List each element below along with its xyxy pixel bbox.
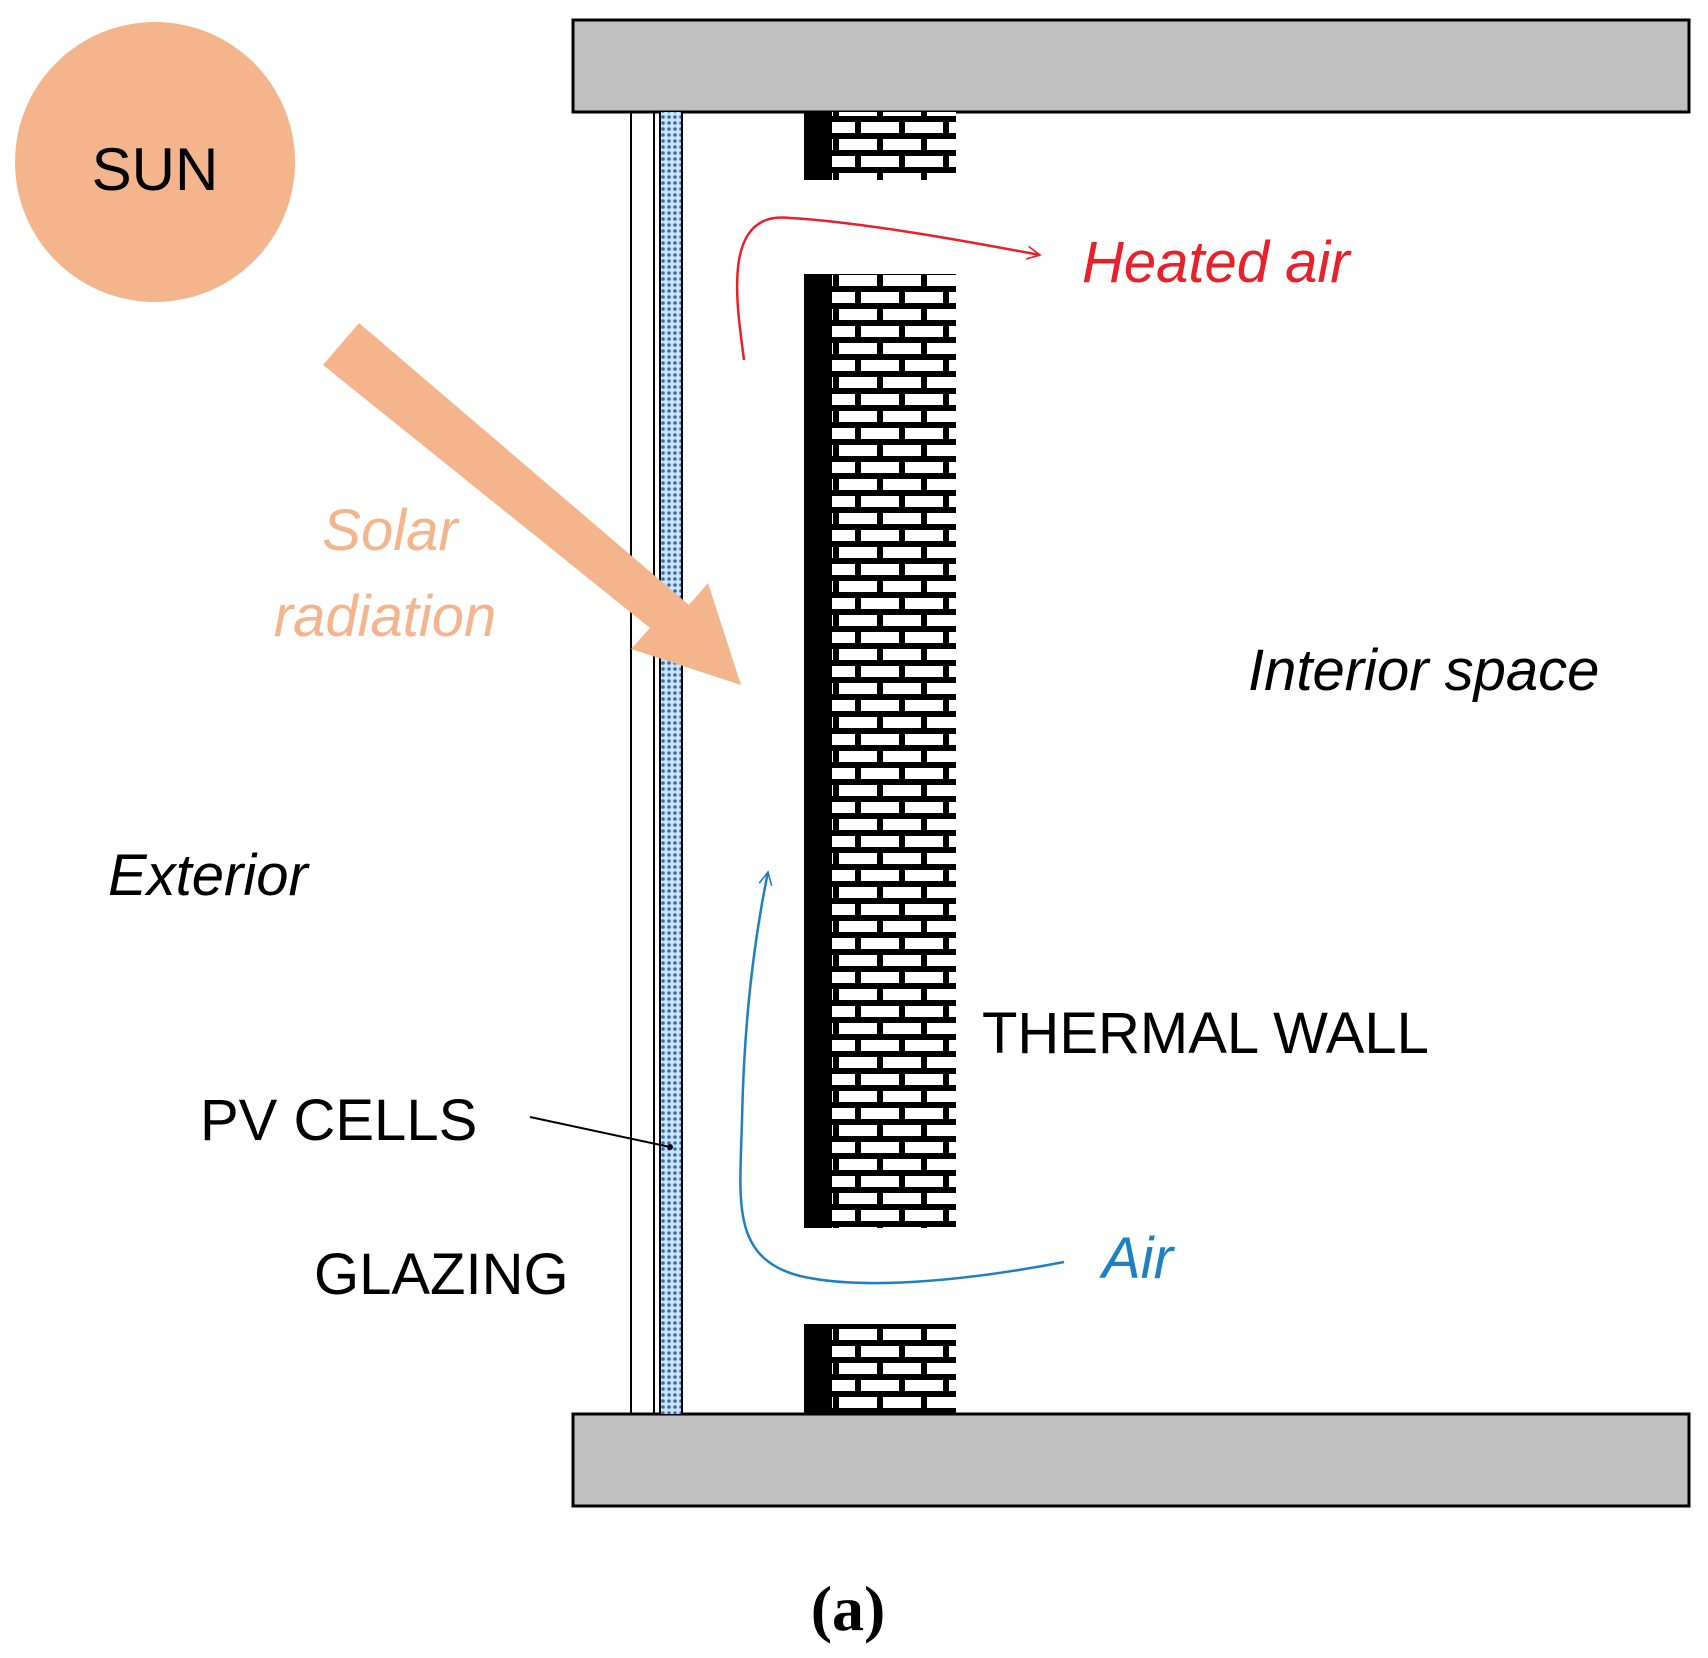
thermal-wall-label: THERMAL WALL bbox=[982, 1001, 1429, 1066]
heated-air-arrow bbox=[735, 216, 1042, 361]
glazing bbox=[630, 112, 655, 1414]
solar-radiation-label-line2: radiation bbox=[274, 584, 496, 649]
glazing-label: GLAZING bbox=[314, 1242, 569, 1307]
exterior-label: Exterior bbox=[108, 843, 311, 908]
figure-caption: (a) bbox=[811, 1573, 886, 1644]
pv-cells-leader-dot bbox=[667, 1144, 673, 1150]
pv-cells-layer bbox=[659, 112, 683, 1414]
sun-label: SUN bbox=[92, 136, 219, 203]
solar-radiation-label-line1: Solar bbox=[322, 498, 460, 563]
ceiling-slab bbox=[571, 18, 1691, 114]
air-inflow-arrow bbox=[739, 870, 1065, 1285]
floor-slab bbox=[571, 1412, 1691, 1508]
thermal-wall bbox=[804, 112, 956, 1414]
pv-cells-label: PV CELLS bbox=[200, 1088, 477, 1153]
interior-space-label: Interior space bbox=[1248, 638, 1599, 703]
heated-air-label: Heated air bbox=[1082, 230, 1352, 295]
sun-icon bbox=[15, 22, 295, 302]
pv-cells-leader bbox=[529, 1116, 671, 1148]
solar-radiation-arrow bbox=[323, 323, 741, 685]
air-label: Air bbox=[1099, 1226, 1176, 1291]
